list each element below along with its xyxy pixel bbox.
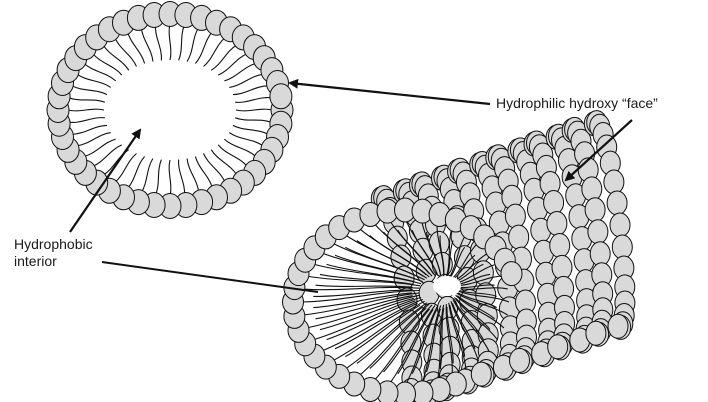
- lipid-head: [501, 262, 522, 286]
- lipid-tail: [93, 54, 122, 75]
- lipid-tail: [211, 150, 237, 175]
- hydrophobic-label-line1: Hydrophobic: [14, 236, 93, 253]
- lipid-tail: [156, 160, 162, 196]
- lipid-head: [610, 213, 630, 237]
- ring-micelle-cross-section: [47, 2, 293, 219]
- lipid-tail: [141, 28, 153, 62]
- line-to-tube-interior: [102, 262, 318, 292]
- lipid-tail: [115, 38, 137, 67]
- lipid-tail: [72, 86, 107, 95]
- tube-core: [433, 276, 461, 296]
- lipid-tail: [195, 157, 212, 189]
- lipid-tail: [204, 154, 226, 183]
- lipid-tail: [72, 125, 107, 134]
- lipid-head: [582, 177, 602, 201]
- lipid-head: [608, 314, 628, 338]
- lipid-tail: [179, 25, 185, 61]
- hydrophobic-label-line2: interior: [14, 253, 93, 270]
- hydrophobic-interior-label: Hydrophobic interior: [14, 236, 93, 270]
- lipid-tail: [69, 98, 105, 102]
- lipid-head: [548, 335, 568, 359]
- lipid-tail: [179, 160, 185, 196]
- lipid-head: [607, 191, 627, 215]
- lipid-tail: [187, 28, 199, 62]
- lipid-head: [505, 204, 525, 228]
- lipid-tail: [218, 145, 247, 166]
- lipid-head: [270, 84, 292, 109]
- lipid-head: [552, 255, 572, 279]
- lipid-tail: [103, 45, 129, 70]
- lipid-tail: [218, 54, 247, 75]
- lipid-tail: [169, 160, 171, 196]
- lipid-tail: [236, 109, 272, 111]
- lipid-tail: [211, 45, 237, 70]
- lipid-tail: [229, 133, 262, 146]
- lipid-head: [547, 212, 567, 236]
- lipid-head: [473, 261, 493, 285]
- lipid-tail: [155, 25, 161, 61]
- lipid-head: [586, 321, 606, 345]
- lipid-head: [550, 234, 570, 258]
- lipid-head: [544, 191, 564, 215]
- lipid-tail: [141, 159, 153, 193]
- arrow-to-ring-face: [290, 83, 490, 104]
- lipid-tail: [187, 159, 199, 193]
- lipid-head: [604, 170, 624, 194]
- tubular-micelle: [283, 111, 635, 402]
- lipid-tail: [235, 98, 271, 103]
- lipid-head: [590, 242, 610, 266]
- lipid-head: [585, 198, 605, 222]
- lipid-tail: [233, 86, 268, 95]
- lipid-tail: [77, 74, 111, 87]
- lipid-tail: [68, 109, 104, 111]
- lipid-head: [509, 225, 529, 249]
- lipid-head: [612, 235, 632, 259]
- lipid-tail: [169, 24, 171, 60]
- lipid-head: [588, 220, 608, 244]
- lipid-tail: [233, 125, 268, 134]
- lipid-head: [510, 348, 530, 372]
- lipid-tail: [128, 32, 145, 64]
- lipid-tail: [69, 118, 105, 123]
- hydrophilic-face-label: Hydrophilic hydroxy “face”: [496, 95, 658, 112]
- lipid-tail: [235, 118, 271, 122]
- hydrophobic-core: [116, 66, 228, 158]
- lipid-head: [471, 362, 491, 386]
